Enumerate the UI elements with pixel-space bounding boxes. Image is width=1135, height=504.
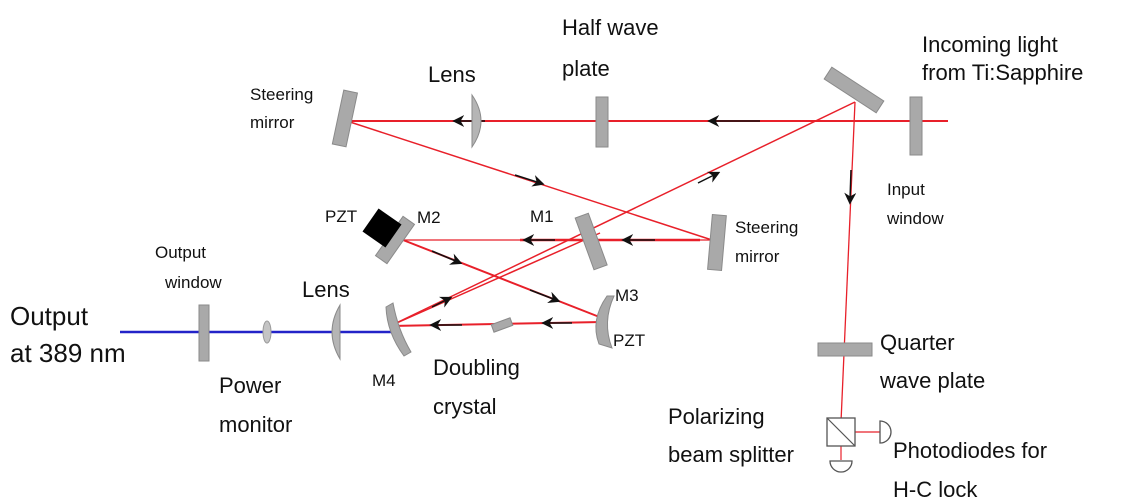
output-label-line1: Output (10, 301, 89, 331)
pbs-label-line2: beam splitter (668, 442, 794, 467)
steering-mirror-top (331, 89, 359, 148)
steering-top-label-line1: Steering (250, 85, 313, 104)
photodiodes-label-line2: H-C lock (893, 477, 978, 502)
half-wave-plate (595, 96, 609, 148)
lens-bottom-label: Lens (302, 277, 350, 302)
arrow-m2-m3-b (529, 289, 561, 304)
arrow-m4-up (431, 296, 453, 308)
quarter-wave-plate (817, 342, 873, 357)
pzt-m3-label: PZT (613, 331, 645, 350)
steering-mirror-right (707, 213, 727, 272)
beam-m4-to-pickoff (389, 101, 856, 327)
input-window-label-line2: window (886, 209, 944, 228)
steering-right-label-line1: Steering (735, 218, 798, 237)
quarter-label-line2: wave plate (879, 368, 985, 393)
labels: Incoming light from Ti:Sapphire Half wav… (10, 15, 1083, 502)
photodiode-right (879, 420, 892, 444)
lens-top (471, 93, 482, 149)
steering-right-label-line2: mirror (735, 247, 780, 266)
pickoff-mirror (823, 66, 885, 114)
m3-mirror (595, 295, 615, 349)
m1-label: M1 (530, 207, 554, 226)
pbs-diagonal (826, 417, 856, 447)
doubling-label-line2: crystal (433, 394, 497, 419)
m4-label: M4 (372, 371, 396, 390)
m2-label: M2 (417, 208, 441, 227)
half-wave-label-line1: Half wave (562, 15, 659, 40)
beam-steering-to-steering (349, 121, 713, 241)
power-monitor-label-line1: Power (219, 373, 281, 398)
m1-mirror (574, 212, 608, 271)
arrow-diagonal-down (514, 174, 545, 187)
pbs-label-line1: Polarizing (668, 404, 765, 429)
output-window (198, 304, 210, 362)
steering-top-label-line2: mirror (250, 113, 295, 132)
incoming-label-line1: Incoming light (922, 32, 1058, 57)
output-window-label-line1: Output (155, 243, 206, 262)
doubling-label-line1: Doubling (433, 355, 520, 380)
doubling-crystal (490, 317, 514, 333)
output-label-line2: at 389 nm (10, 338, 126, 368)
beam-m4-to-m2 (389, 232, 601, 327)
m4-mirror (385, 302, 412, 357)
incoming-label-line2: from Ti:Sapphire (922, 60, 1083, 85)
quarter-label-line1: Quarter (880, 330, 955, 355)
photodiode-bottom (829, 460, 853, 473)
lens-bottom (331, 303, 341, 361)
half-wave-label-line2: plate (562, 56, 610, 81)
arrow-down (844, 169, 857, 205)
beam-arrows (429, 115, 857, 331)
input-window (909, 96, 923, 156)
output-window-label-line2: window (164, 273, 222, 292)
arrow-m2-m3-a (431, 250, 463, 265)
power-monitor-pickoff (262, 320, 272, 344)
lens-top-label: Lens (428, 62, 476, 87)
input-window-label-line1: Input (887, 180, 925, 199)
m3-label: M3 (615, 286, 639, 305)
beam-paths (120, 101, 948, 460)
arrow-pickoff-up (697, 171, 721, 184)
beam-to-pbs (840, 101, 856, 423)
pzt-m2 (362, 208, 402, 248)
pzt-m2-label: PZT (325, 207, 357, 226)
optics (198, 66, 923, 473)
power-monitor-label-line2: monitor (219, 412, 292, 437)
photodiodes-label-line1: Photodiodes for (893, 438, 1047, 463)
